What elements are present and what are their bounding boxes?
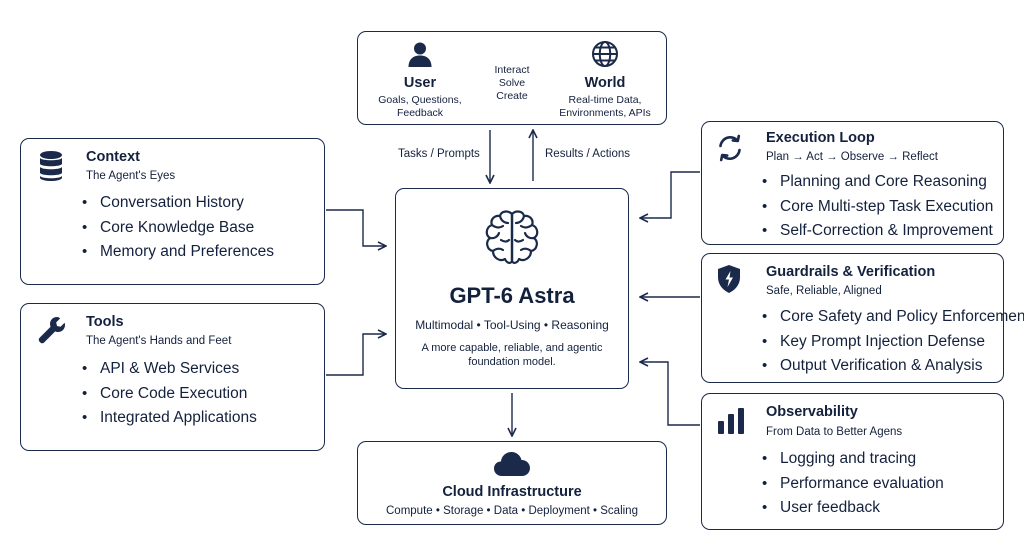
observability-title: Observability (766, 404, 858, 420)
globe-icon (592, 41, 618, 67)
observability-subtitle: From Data to Better Agens (766, 426, 903, 438)
tools-list: API & Web Services Core Code Execution I… (82, 357, 257, 431)
list-item: Core Knowledge Base (82, 216, 274, 241)
list-item: Key Prompt Injection Defense (762, 330, 1024, 355)
list-item: Performance evaluation (762, 472, 944, 497)
cloud-infrastructure-title: Cloud Infrastructure (442, 484, 582, 500)
list-item: Core Multi-step Task Execution (762, 195, 993, 220)
create-label: Create (496, 90, 528, 102)
user-title: User (403, 75, 437, 91)
shield-icon (718, 265, 740, 293)
execution-arrow (640, 171, 700, 218)
execution-loop-subtitle: Plan → Act → Observe → Reflect (766, 151, 938, 163)
observability-list: Logging and tracing Performance evaluati… (762, 447, 944, 521)
context-arrow (326, 209, 386, 246)
core-model-description: A more capable, reliable, and agentic fo… (395, 341, 629, 369)
list-item: Core Code Execution (82, 382, 257, 407)
solve-label: Solve (498, 77, 526, 89)
cloud-infrastructure-panel (357, 441, 667, 525)
tools-arrow (326, 334, 386, 376)
list-item: Integrated Applications (82, 406, 257, 431)
user-subtitle-line-1: Goals, Questions, (378, 94, 462, 106)
world-subtitle-line-2: Environments, APIs (559, 107, 651, 119)
list-item: Planning and Core Reasoning (762, 170, 993, 195)
list-item: User feedback (762, 496, 944, 521)
tools-subtitle: The Agent's Hands and Feet (86, 335, 232, 347)
list-item: Self-Correction & Improvement (762, 219, 993, 244)
list-item: Conversation History (82, 191, 274, 216)
wrench-icon (38, 317, 65, 344)
list-item: Logging and tracing (762, 447, 944, 472)
results-actions-label: Results / Actions (545, 148, 631, 160)
guardrails-subtitle: Safe, Reliable, Aligned (766, 285, 882, 297)
guardrails-title: Guardrails & Verification (766, 264, 936, 280)
observability-arrow (640, 362, 700, 426)
guardrails-list: Core Safety and Policy Enforcement Key P… (762, 305, 1024, 379)
list-item: Core Safety and Policy Enforcement (762, 305, 1024, 330)
bar-chart-icon (718, 408, 744, 434)
core-description-line-2: foundation model. (468, 356, 556, 368)
core-model-tagline: Multimodal • Tool-Using • Reasoning (415, 318, 609, 332)
user-subtitle: Goals, Questions, Feedback (370, 94, 470, 120)
execution-loop-title: Execution Loop (766, 130, 875, 146)
cloud-infrastructure-subtitle: Compute • Storage • Data • Deployment • … (386, 505, 638, 517)
world-title: World (584, 75, 626, 91)
brain-icon (485, 210, 539, 264)
interact-label: Interact (494, 64, 530, 76)
cloud-icon (494, 452, 530, 476)
core-description-line-1: A more capable, reliable, and agentic (421, 342, 603, 354)
refresh-icon (719, 134, 741, 162)
context-subtitle: The Agent's Eyes (86, 170, 176, 182)
context-list: Conversation History Core Knowledge Base… (82, 191, 274, 265)
database-icon (40, 151, 62, 181)
interaction-labels: Interact Solve Create (472, 64, 552, 103)
core-model-title: GPT-6 Astra (449, 283, 575, 308)
list-item: Memory and Preferences (82, 240, 274, 265)
list-item: Output Verification & Analysis (762, 354, 1024, 379)
execution-loop-list: Planning and Core Reasoning Core Multi-s… (762, 170, 993, 244)
list-item: API & Web Services (82, 357, 257, 382)
world-subtitle-line-1: Real-time Data, (568, 94, 642, 106)
world-subtitle: Real-time Data, Environments, APIs (553, 94, 657, 120)
tasks-prompts-label: Tasks / Prompts (398, 148, 480, 160)
tools-title: Tools (86, 314, 124, 330)
user-icon (408, 42, 432, 67)
context-title: Context (86, 149, 140, 165)
user-subtitle-line-2: Feedback (396, 107, 444, 119)
